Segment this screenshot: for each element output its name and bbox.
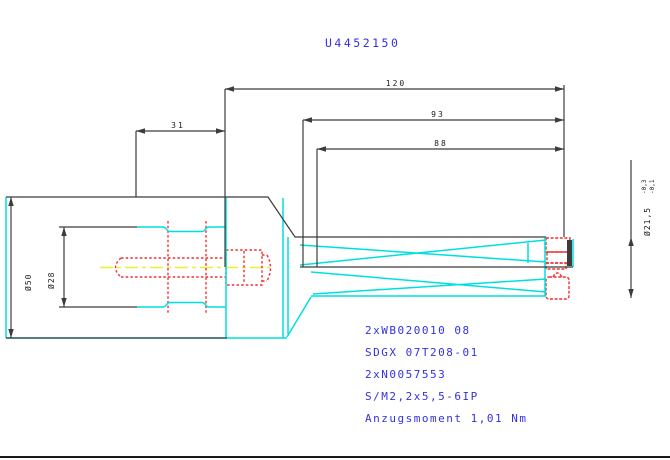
dim-text-dia21-5: Ø21,5 <box>642 207 652 236</box>
dim-text-93: 93 <box>431 110 445 119</box>
dimension-arrowheads <box>8 86 634 338</box>
note-insert-qty: 2xWB020010 08 <box>365 324 471 337</box>
lower-insert <box>545 276 570 300</box>
lower-insert-screw-arc <box>552 272 563 278</box>
dim-text-88: 88 <box>434 139 448 148</box>
bore-top-edge <box>137 226 226 233</box>
flute-line-1 <box>299 239 547 266</box>
dim-text-120: 120 <box>386 79 406 88</box>
note-insert-type: SDGX 07T208-01 <box>365 346 479 359</box>
dim-text-dia28: Ø28 <box>46 272 56 289</box>
dim-text-31: 31 <box>171 121 185 130</box>
insert-clamp-dark-fill <box>567 240 572 266</box>
bore-bottom-edge <box>137 301 226 308</box>
component-notes: 2xWB020010 08 SDGX 07T208-01 2xN0057553 … <box>365 324 527 425</box>
flute-line-2 <box>299 244 547 263</box>
note-torque-spec: Anzugsmoment 1,01 Nm <box>365 412 527 425</box>
dim-text-dia21-5-group: Ø21,5 -0,3 -0,1 <box>641 179 656 236</box>
dim-text-dia50: Ø50 <box>23 274 33 291</box>
note-screw-spec: S/M2,2x5,5-6IP <box>365 390 479 403</box>
note-part-number: 2xN0057553 <box>365 368 446 381</box>
screw-tip-hidden <box>262 254 272 282</box>
dim-tol-lower: -0,1 <box>649 179 656 194</box>
upper-insert-seat <box>545 262 567 270</box>
dimension-texts: 120 93 88 31 Ø50 Ø28 Ø21,5 -0,3 -0,1 <box>23 79 656 291</box>
flute-line-3 <box>310 271 547 293</box>
part-outline-cyan <box>5 197 574 339</box>
inserts-red <box>545 237 571 300</box>
outline-and-dimensions-dark <box>6 85 632 339</box>
bore-end-arc <box>114 257 122 278</box>
upper-insert-mid <box>546 251 571 264</box>
drawing-title: U4452150 <box>325 36 400 50</box>
part-top-silhouette <box>6 196 546 238</box>
dim-tol-upper: -0,3 <box>641 179 648 194</box>
flute-line-4 <box>312 278 547 295</box>
upper-insert-top <box>545 237 571 253</box>
lower-neck-chamfer <box>286 296 312 338</box>
